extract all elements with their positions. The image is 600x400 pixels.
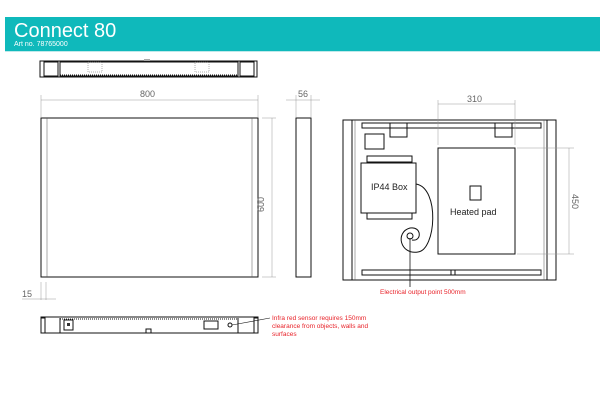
height-dimension: 600 — [256, 197, 266, 212]
front-view — [40, 95, 276, 278]
sensor-leader — [231, 317, 271, 326]
heated-pad-label: Heated pad — [450, 207, 497, 217]
back-view — [342, 100, 574, 287]
ip44-box-label: IP44 Box — [371, 182, 408, 192]
bottom-view — [40, 316, 259, 334]
width-dimension: 800 — [140, 89, 155, 99]
ip44-box — [360, 162, 417, 214]
article-number: Art no. 78765000 — [14, 41, 68, 48]
header-band — [5, 17, 600, 51]
side-view — [286, 95, 320, 278]
depth-dimension: 56 — [298, 89, 308, 99]
pad-width-dimension: 310 — [467, 94, 482, 104]
electrical-output-label: Electrical output point 500mm — [380, 289, 466, 296]
offset-dimension: 15 — [22, 289, 32, 299]
svg-text:surfaces: surfaces — [272, 331, 297, 338]
pad-height-dimension: 450 — [570, 194, 580, 209]
svg-text:Infra red sensor requires 150m: Infra red sensor requires 150mm — [272, 315, 366, 322]
page-title: Connect 80 — [14, 20, 116, 42]
heated-pad — [437, 147, 516, 255]
top-view — [39, 59, 258, 78]
header-underline — [5, 51, 600, 52]
svg-text:clearance from objects, walls: clearance from objects, walls and — [272, 323, 368, 330]
sensor-note: Infra red sensor requires 150mm clearanc… — [272, 315, 368, 338]
offset-dimension-lines — [22, 282, 56, 300]
